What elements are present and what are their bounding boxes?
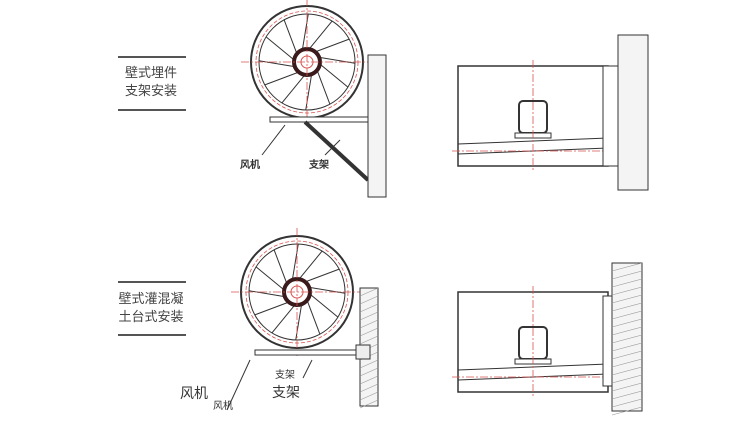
wall2-hatch [359,287,379,297]
wall1-side [617,34,649,191]
divider [118,334,186,336]
fan2-blade [310,294,339,318]
wall2-side-hatch [611,286,643,296]
wall2-hatch [359,399,379,409]
fan1-blade [309,20,333,49]
wall2-hatch [359,367,379,377]
title-line: 土台式安装 [118,310,184,325]
fan1-blade [283,19,297,53]
fan1-blade [258,60,294,67]
wall2-side-hatch [611,334,643,344]
wall2-hatch [359,319,379,329]
fan1-blade [317,71,331,105]
title-line: 壁式埋件 [124,66,177,81]
wall2-side-hatch [611,406,643,416]
fan2-blade [306,268,340,282]
wall2-hatch [359,311,379,321]
fan-label-small: 风机 [213,401,233,412]
fan1-blade [316,38,350,52]
fan2-blade [292,243,299,279]
wall2-side-hatch [611,366,643,376]
wall2-side-hatch [611,270,643,280]
wall2-hatch [359,303,379,313]
bracket-label: 支架 [309,160,329,171]
fan2-blade [271,305,295,334]
wall2-hatch [359,375,379,385]
fan2-blade [310,287,346,294]
bracket1-brace [303,120,370,182]
bracket-label-large: 支架 [272,385,300,401]
wall2-hatch [359,359,379,369]
wall2-hatch [359,327,379,337]
wall2-side-hatch [611,342,643,352]
wall2-hatch [359,295,379,305]
fan1-blade [264,72,298,86]
wall1 [367,54,387,198]
fan2-blade [273,249,287,283]
wall2-side [611,262,643,412]
wall2-side-hatch [611,278,643,288]
bracket2-leader [302,359,313,379]
section2-title: 壁式灌混凝 土台式安装 [112,291,190,327]
fan1-blade [320,64,349,88]
bracket1-leader [324,139,341,156]
wall2-side-hatch [611,302,643,312]
fan2-blade [248,290,284,297]
wall2-hatch [359,383,379,393]
wall2-side-hatch [611,318,643,328]
fan2-blade [255,266,284,290]
wall2-side-hatch [611,382,643,392]
fan2-blade [299,250,323,279]
wall2-side-hatch [611,390,643,400]
fan2-leader [226,359,251,411]
wall2-side-hatch [611,398,643,408]
fan1-blade [305,75,312,111]
fan1-blade [281,75,305,104]
bracket-label-small: 支架 [275,370,295,381]
title-line: 支架安装 [124,84,177,99]
wall2-side-hatch [611,358,643,368]
fan-label-large: 风机 [180,386,208,402]
fan-label: 风机 [240,160,260,171]
wall2-hatch [359,391,379,401]
wall2-hatch [359,335,379,345]
wall2-side-hatch [611,262,643,272]
wall2-side-hatch [611,326,643,336]
wall2-side-hatch [611,374,643,384]
fan1-blade [265,36,294,60]
wall2-side-hatch [611,294,643,304]
fan1-blade [320,57,356,64]
fan1-leader [261,124,286,156]
title-line: 壁式灌混凝 [118,292,184,307]
wall2-embed [355,344,371,360]
fan2-blade [307,301,321,335]
bracket1-arm [269,116,371,123]
divider [118,109,186,111]
section1-title: 壁式埋件 支架安装 [112,65,190,101]
fan1-blade [302,13,309,49]
bracket2-base [254,349,371,356]
divider [118,281,186,283]
wall2-side-hatch [611,350,643,360]
divider [118,56,186,58]
wall2-side-hatch [611,310,643,320]
fan2-blade [295,305,302,341]
fan2-blade [254,302,288,316]
